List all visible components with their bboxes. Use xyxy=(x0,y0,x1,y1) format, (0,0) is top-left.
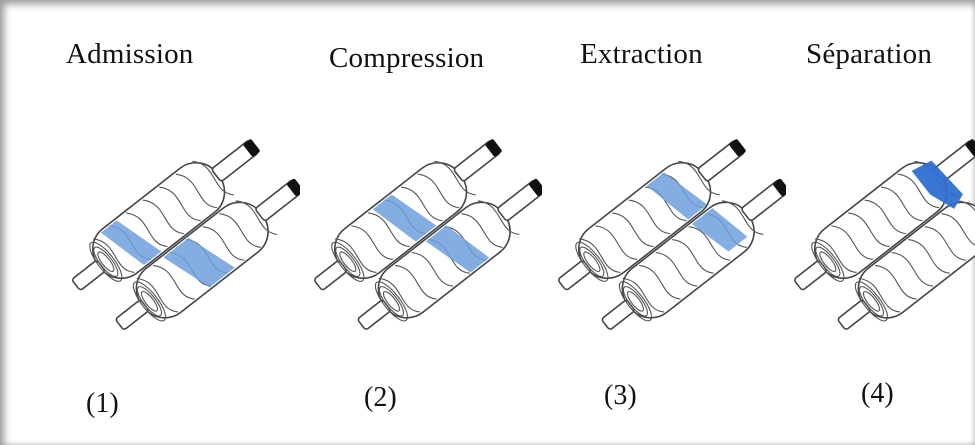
stage-number-1: (1) xyxy=(86,388,119,420)
stage-number-3: (3) xyxy=(604,380,637,412)
stage-title-admission: Admission xyxy=(66,38,194,71)
stage-title-extraction: Extraction xyxy=(580,38,703,71)
rotor-illustration-4 xyxy=(792,88,975,368)
rotor-illustration-1 xyxy=(70,88,300,368)
stage-number-4: (4) xyxy=(861,378,894,410)
rotor-illustration-2 xyxy=(312,88,542,368)
stage-number-2: (2) xyxy=(364,382,397,414)
stage-title-compression: Compression xyxy=(329,42,484,75)
rotor-illustration-3 xyxy=(556,88,786,368)
stage-title-separation: Séparation xyxy=(806,38,932,71)
